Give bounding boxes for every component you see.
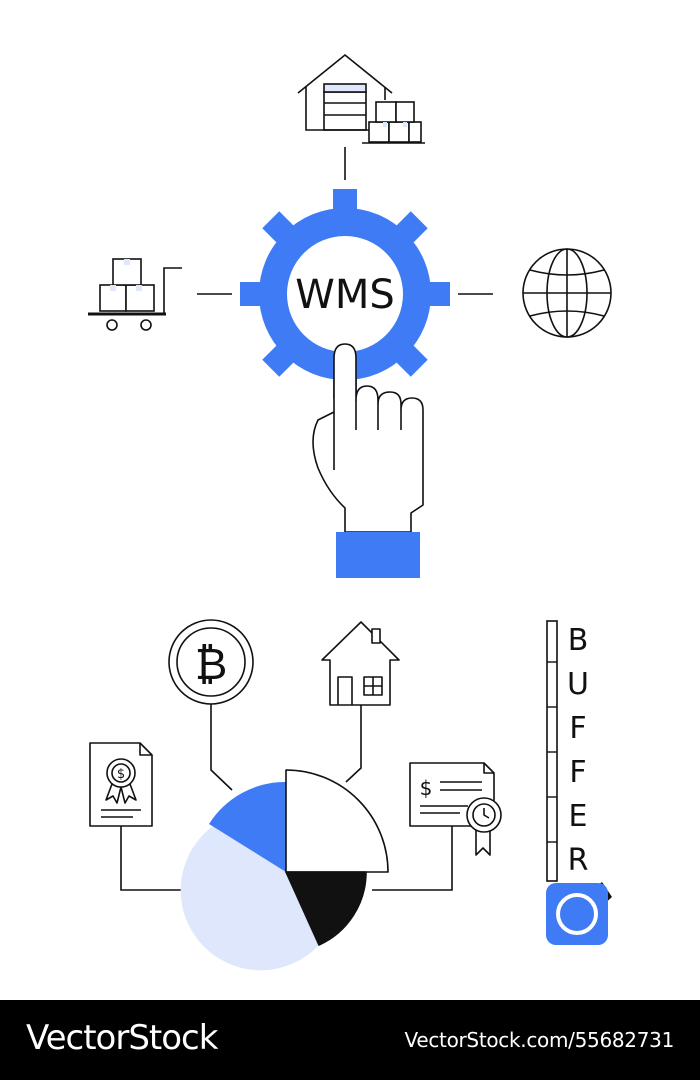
award-certificate-document-icon: $ [89,742,153,827]
svg-text:$: $ [117,767,125,782]
watermark-footer: VectorStock VectorStock.com/55682731 [0,1000,700,1080]
gear-icon [240,189,450,399]
hand-truck-boxes-icon [88,258,182,331]
buffer-letter: F [569,755,586,790]
buffer-letter: U [567,667,589,702]
check-with-seal-icon: $ [409,762,502,856]
pointing-hand-icon [312,343,424,533]
hand-cuff [336,532,420,578]
buffer-letter: E [569,799,588,834]
pie-slice-white [285,769,389,873]
buffer-letter: B [568,623,589,658]
buffer-label: B U F F E R [567,623,589,878]
pie-chart-icon [180,769,389,971]
buffer-letter: R [568,843,589,878]
svg-text:$: $ [420,776,433,800]
pie-slice-light [180,812,319,971]
svg-text:₿: ₿ [195,639,228,690]
buffer-letter: F [569,711,586,746]
pie-slice-black [285,871,367,946]
bitcoin-coin-icon: ₿ [168,619,254,705]
connector-award [120,826,210,891]
warehouse-icon [297,53,425,144]
tape-measure-icon [546,620,612,945]
pie-slice-blue [209,781,286,872]
stock-id-link[interactable]: VectorStock.com/55682731 [404,1028,675,1052]
connector-check [372,826,453,891]
illustration: WMS ₿ $ $ [88,53,612,971]
globe-icon [522,248,612,338]
connector-house [345,705,362,783]
house-icon [321,621,400,706]
connector-bitcoin [210,704,233,791]
gear-label: WMS [295,272,394,318]
vectorstock-brand: VectorStock [26,1018,218,1058]
